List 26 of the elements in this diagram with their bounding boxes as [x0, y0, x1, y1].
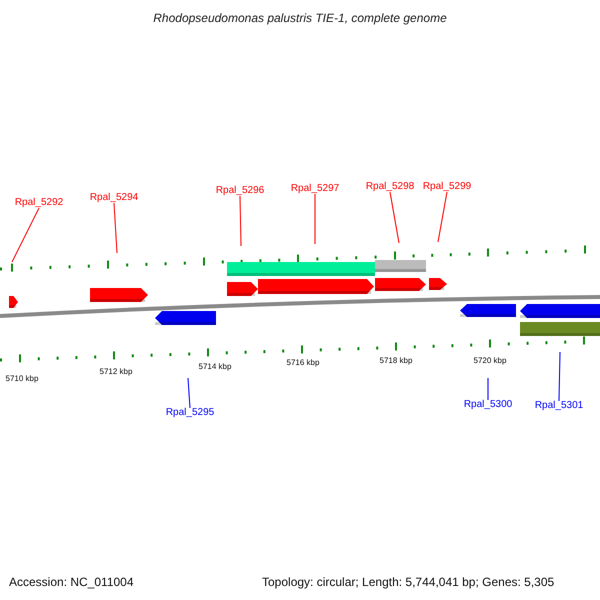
chart-title: Rhodopseudomonas palustris TIE-1, complete genome [152, 12, 448, 24]
gene-label: Rpal_5301 [534, 401, 584, 411]
leader-line [390, 192, 400, 244]
gene-label: Rpal_5300 [464, 400, 512, 410]
leader-line [240, 196, 242, 246]
scale-label: 5718 kbp [380, 357, 412, 365]
genome-summary-text: Topology: circular; Length: 5,744,041 bp; Genes: 5,305 [262, 576, 554, 588]
leader-line [438, 192, 448, 242]
gene-label: Rpal_5297 [290, 184, 340, 194]
scale-label: 5720 kbp [474, 357, 506, 365]
scale-label: 5710 kbp [6, 375, 38, 383]
scale-label: 5716 kbp [286, 359, 320, 367]
gene-label: Rpal_5298 [366, 182, 414, 192]
gene-label: Rpal_5294 [90, 193, 138, 203]
gene-label: Rpal_5296 [216, 186, 264, 196]
gene-label: Rpal_5299 [422, 182, 472, 192]
leader-line [314, 194, 316, 244]
gene-label: Rpal_5295 [166, 408, 214, 418]
gene-label: Rpal_5292 [14, 198, 64, 208]
scale-label: 5712 kbp [100, 368, 132, 376]
leader-line [188, 378, 190, 408]
leader-line [558, 352, 560, 402]
leader-line [114, 202, 118, 254]
scale-label: 5714 kbp [198, 363, 232, 371]
leader-line [12, 208, 40, 262]
accession-text: Accession: NC_011004 [9, 576, 134, 588]
